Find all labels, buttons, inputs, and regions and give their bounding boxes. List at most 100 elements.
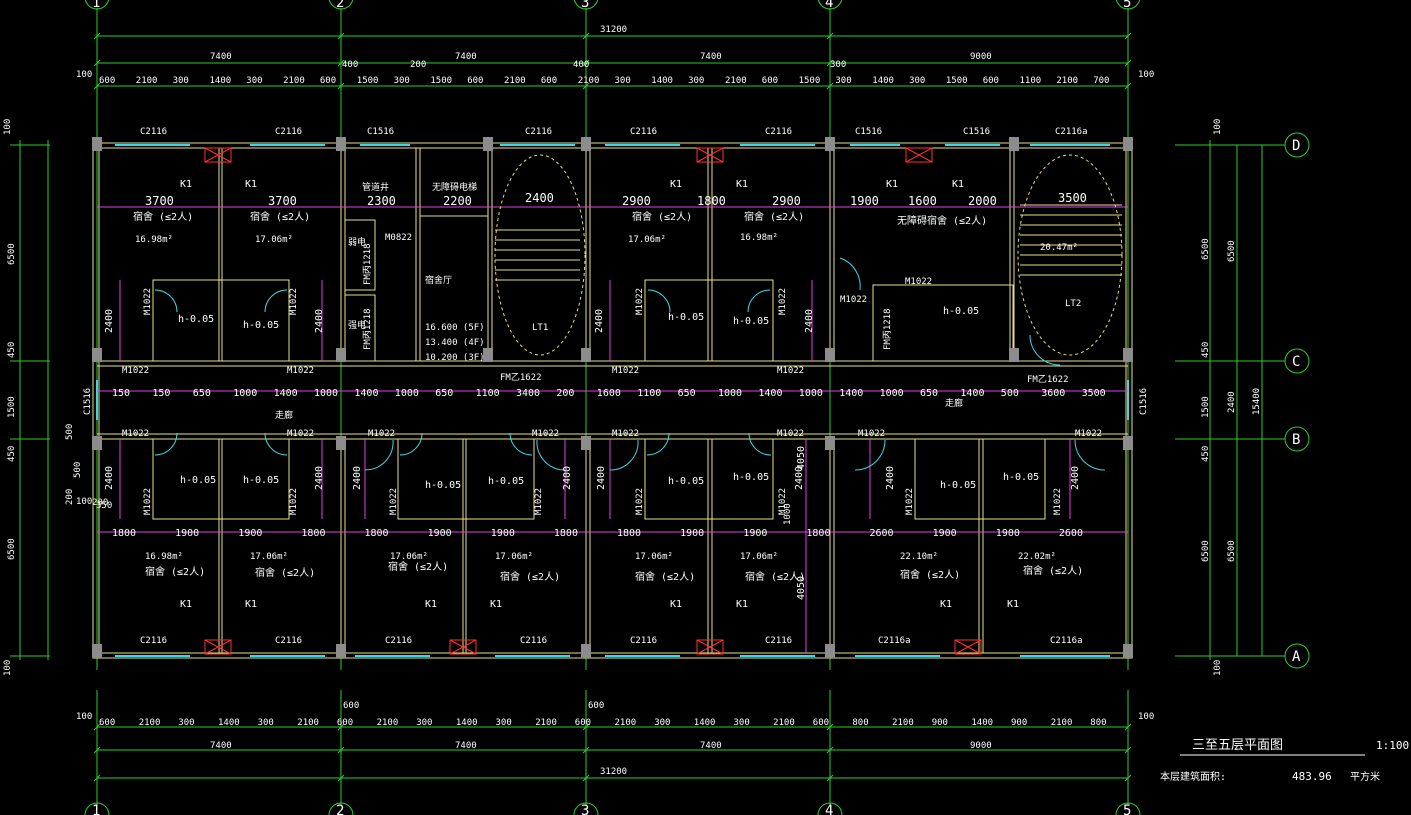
top-end-dim: 100: [76, 70, 92, 80]
drawing-scale: 1:100: [1376, 739, 1409, 752]
column: [581, 436, 591, 450]
dim-tick: [93, 723, 101, 731]
north-width-4: 2200: [443, 194, 472, 208]
north-width-6: 1800: [697, 194, 726, 208]
axis-label-2-bottom: 2: [336, 803, 344, 815]
svg-text:6500: 6500: [1227, 540, 1237, 562]
svg-text:h-0.05: h-0.05: [668, 476, 704, 487]
room-area: 17.06m²: [255, 235, 293, 245]
svg-text:h-0.05: h-0.05: [943, 306, 979, 317]
corridor-dim: 650: [678, 388, 696, 399]
top-segment-dim: 300: [688, 76, 704, 86]
column: [581, 644, 591, 658]
top-segment-dim: 700: [1093, 76, 1109, 86]
bottom-bay-dim-1: 7400: [210, 741, 232, 751]
corridor-dim: 1000: [880, 388, 904, 399]
svg-text:100: 100: [1213, 119, 1223, 135]
dim-tick: [93, 746, 101, 754]
bottom-bay-dim-4: 9000: [970, 741, 992, 751]
svg-text:M1022: M1022: [635, 288, 645, 315]
south-width-dim: 1900: [175, 528, 199, 539]
svg-text:6500: 6500: [7, 243, 17, 265]
svg-text:M1022: M1022: [777, 429, 804, 439]
svg-text:h-0.05: h-0.05: [733, 316, 769, 327]
svg-text:K1: K1: [952, 179, 964, 190]
svg-text:M1022: M1022: [777, 366, 804, 376]
bottom-segment-dim: 2100: [773, 718, 795, 728]
top-segment-dim: 600: [99, 76, 115, 86]
svg-text:4050: 4050: [796, 576, 807, 600]
svg-text:K1: K1: [245, 179, 257, 190]
svg-text:C2116: C2116: [275, 127, 302, 137]
svg-text:100: 100: [3, 119, 13, 135]
svg-text:200: 200: [92, 498, 108, 508]
svg-text:100: 100: [1213, 660, 1223, 676]
dim-tick: [826, 746, 834, 754]
south-width-dim: 1900: [428, 528, 452, 539]
k1-labels: K1 K1 K1 K1 K1 K1 K1 K1 K1 K1 K1 K1 K1 K…: [180, 179, 1019, 610]
svg-text:100: 100: [3, 660, 13, 676]
room-area: 16.98m²: [135, 235, 173, 245]
axis-label-4-top: 4: [825, 0, 833, 11]
top-segment-dim: 300: [615, 76, 631, 86]
svg-text:M0822: M0822: [385, 233, 412, 243]
top-segment-dim: 2100: [504, 76, 526, 86]
bottom-segment-dim: 1400: [218, 718, 240, 728]
top-segment-dim: 600: [320, 76, 336, 86]
svg-text:M1022: M1022: [635, 488, 645, 515]
top-segment-dim: 2100: [725, 76, 747, 86]
svg-text:弱电: 弱电: [348, 236, 366, 248]
corridor-dim: 3500: [1082, 388, 1106, 399]
svg-text:K1: K1: [736, 179, 748, 190]
bottom-segment-dim: 900: [932, 718, 948, 728]
bottom-segment-dim: 2100: [615, 718, 637, 728]
bottom-segment-dim: 2100: [535, 718, 557, 728]
svg-text:h-0.05: h-0.05: [488, 476, 524, 487]
svg-text:K1: K1: [180, 179, 192, 190]
dim-tick: [93, 774, 101, 782]
svg-text:C2116: C2116: [520, 636, 547, 646]
axis-label-b: B: [1292, 432, 1300, 448]
column: [336, 348, 346, 362]
room-label: 宿舍 (≤2人): [133, 210, 193, 223]
svg-text:LT1: LT1: [532, 323, 548, 333]
svg-text:K1: K1: [886, 179, 898, 190]
svg-text:h-0.05: h-0.05: [940, 480, 976, 491]
svg-text:C2116a: C2116a: [878, 636, 911, 646]
svg-text:2400: 2400: [1227, 391, 1237, 413]
north-width-1: 3700: [145, 194, 174, 208]
svg-text:K1: K1: [1007, 599, 1019, 610]
corridor-dim: 1400: [960, 388, 984, 399]
svg-text:强电: 强电: [348, 319, 366, 331]
top-overall-dim: 31200: [600, 25, 627, 35]
svg-text:走廊: 走廊: [945, 397, 963, 409]
svg-text:450: 450: [1201, 342, 1211, 358]
svg-text:17.06m²: 17.06m²: [740, 552, 778, 562]
dim-tick: [1124, 82, 1132, 90]
svg-text:2400: 2400: [562, 466, 573, 490]
north-width-7: 2900: [772, 194, 801, 208]
svg-text:2400: 2400: [594, 309, 605, 333]
svg-text:h-0.05: h-0.05: [733, 472, 769, 483]
svg-text:450: 450: [7, 342, 17, 358]
svg-text:350: 350: [96, 501, 112, 511]
svg-text:K1: K1: [670, 179, 682, 190]
svg-text:1000: 1000: [783, 503, 793, 525]
top-small-dim-2: 200: [410, 60, 426, 70]
top-segment-dim: 600: [983, 76, 999, 86]
south-width-dim: 1900: [680, 528, 704, 539]
bottom-segment-dim: 300: [416, 718, 432, 728]
window-labels: C2116 C2116 C1516 C2116 C2116 C2116 C151…: [83, 127, 1149, 646]
corridor-dim: 1100: [637, 388, 661, 399]
svg-text:6500: 6500: [1227, 240, 1237, 262]
column: [825, 644, 835, 658]
south-width-dim: 1800: [301, 528, 325, 539]
area-label: 本层建筑面积:: [1160, 770, 1226, 783]
svg-text:100: 100: [76, 497, 92, 507]
svg-text:1500: 1500: [7, 396, 17, 418]
svg-text:C1516: C1516: [367, 127, 394, 137]
right-side-dims: 6500 450 1500 450 6500 6500 2400 6500 15…: [1201, 119, 1262, 676]
svg-text:无障碍电梯: 无障碍电梯: [432, 181, 477, 193]
bottom-segment-dim: 800: [852, 718, 868, 728]
dimension-ticks: [93, 32, 1132, 782]
